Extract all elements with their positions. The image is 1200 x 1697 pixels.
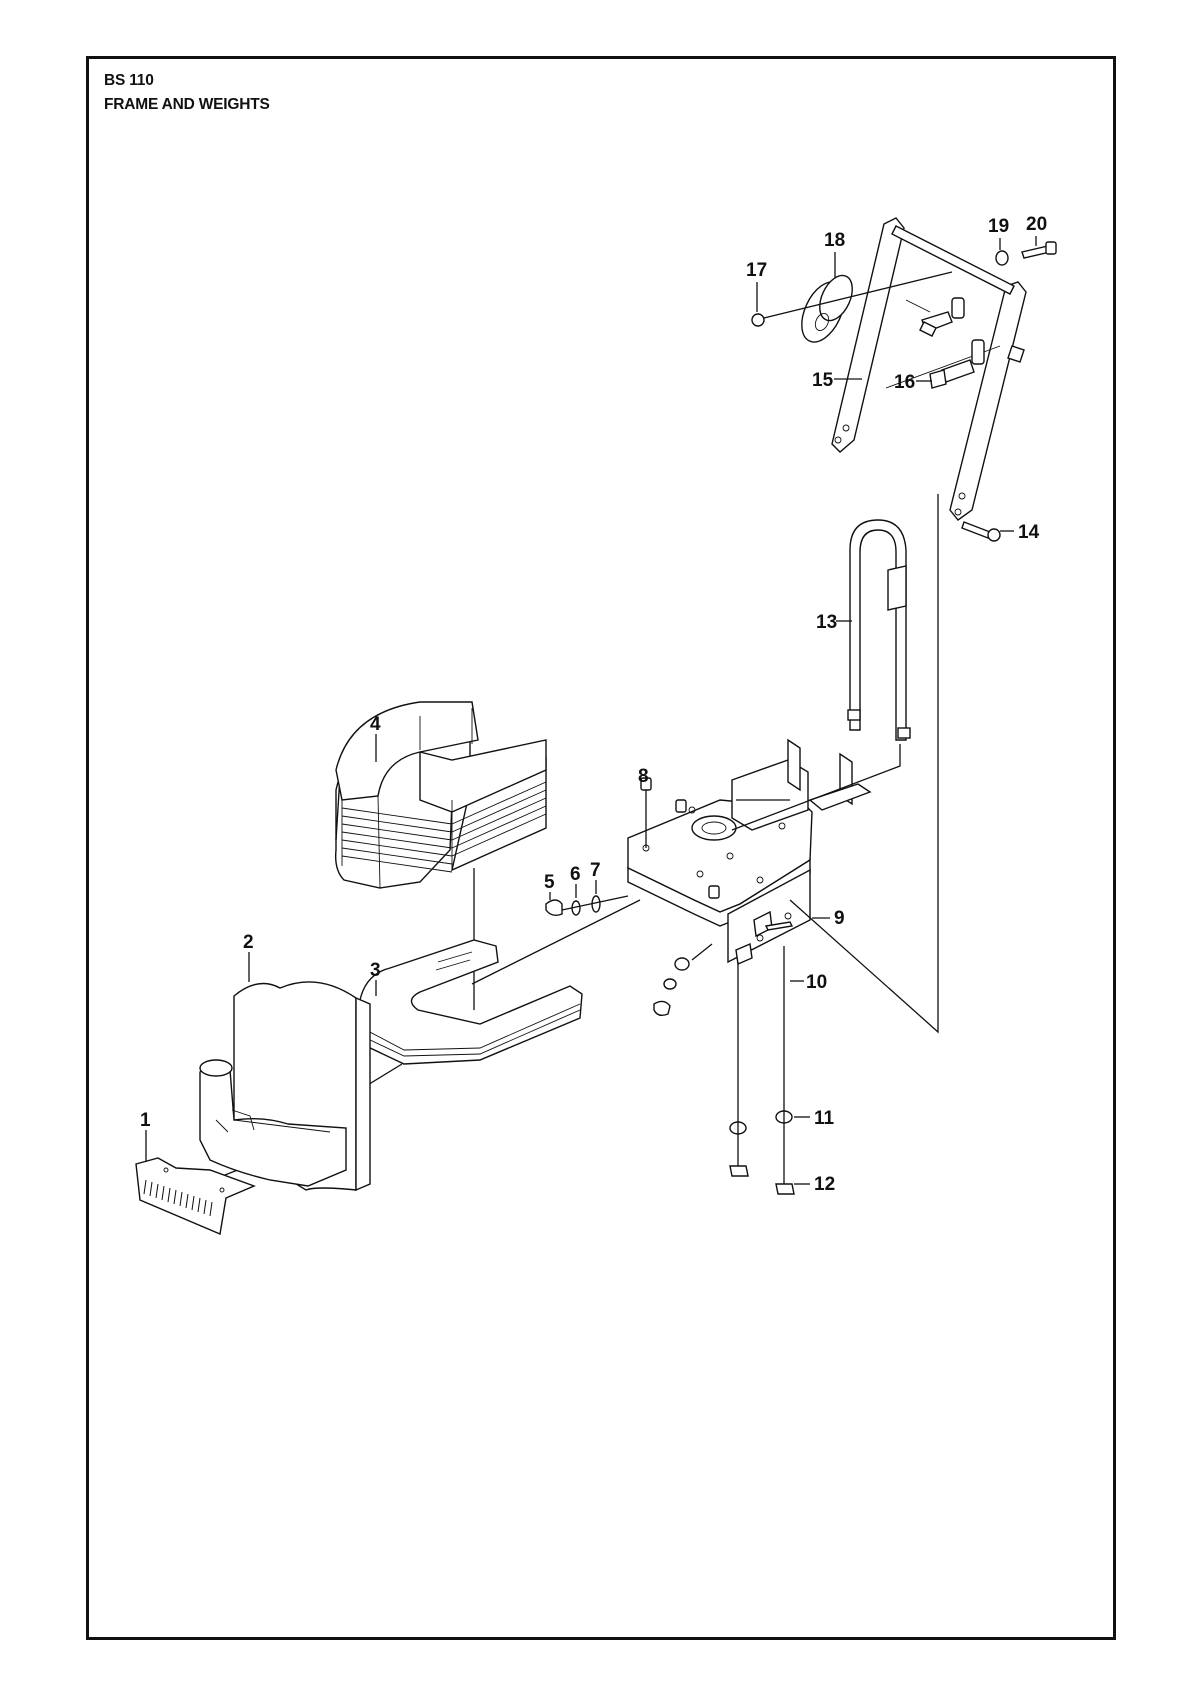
callout-17: 17 — [746, 260, 767, 281]
bolts-8 — [640, 777, 720, 899]
base-plate — [627, 738, 872, 966]
bolt-14 — [961, 521, 1001, 542]
callout-14: 14 — [1018, 522, 1040, 543]
handle-clamp — [919, 297, 985, 389]
callout-4: 4 — [370, 714, 381, 735]
callout-7: 7 — [590, 860, 601, 881]
callout-11: 11 — [814, 1108, 835, 1129]
drawing-frame — [86, 56, 1116, 1640]
fasteners-5-6-7 — [545, 895, 629, 917]
base-weight — [359, 939, 583, 1065]
front-weight — [199, 981, 371, 1192]
callout-2: 2 — [243, 932, 254, 953]
wheel — [751, 271, 953, 343]
callout-15: 15 — [812, 370, 834, 391]
scraper-plate — [135, 1157, 256, 1235]
handle-frame — [831, 217, 1027, 521]
callout-13: 13 — [816, 612, 837, 633]
weights-stack — [334, 701, 547, 1010]
callout-18: 18 — [824, 230, 845, 251]
callout-labels: 1 2 3 4 5 6 7 8 9 10 11 12 13 14 15 16 1… — [140, 214, 1047, 1195]
callout-6: 6 — [570, 864, 581, 885]
callout-19: 19 — [988, 216, 1009, 237]
model-title: BS 110 — [104, 72, 154, 89]
handle-bar — [847, 519, 911, 741]
callout-20: 20 — [1026, 214, 1047, 235]
fasteners-lower — [653, 943, 795, 1195]
callout-10: 10 — [806, 972, 827, 993]
callout-1: 1 — [140, 1110, 151, 1131]
washer-bolt — [995, 241, 1057, 266]
callout-3: 3 — [370, 960, 381, 981]
callout-8: 8 — [638, 766, 649, 787]
section-title: FRAME AND WEIGHTS — [104, 96, 270, 113]
callout-9: 9 — [834, 908, 845, 929]
callout-16: 16 — [894, 372, 915, 393]
callout-5: 5 — [544, 872, 555, 893]
callout-12: 12 — [814, 1174, 835, 1195]
